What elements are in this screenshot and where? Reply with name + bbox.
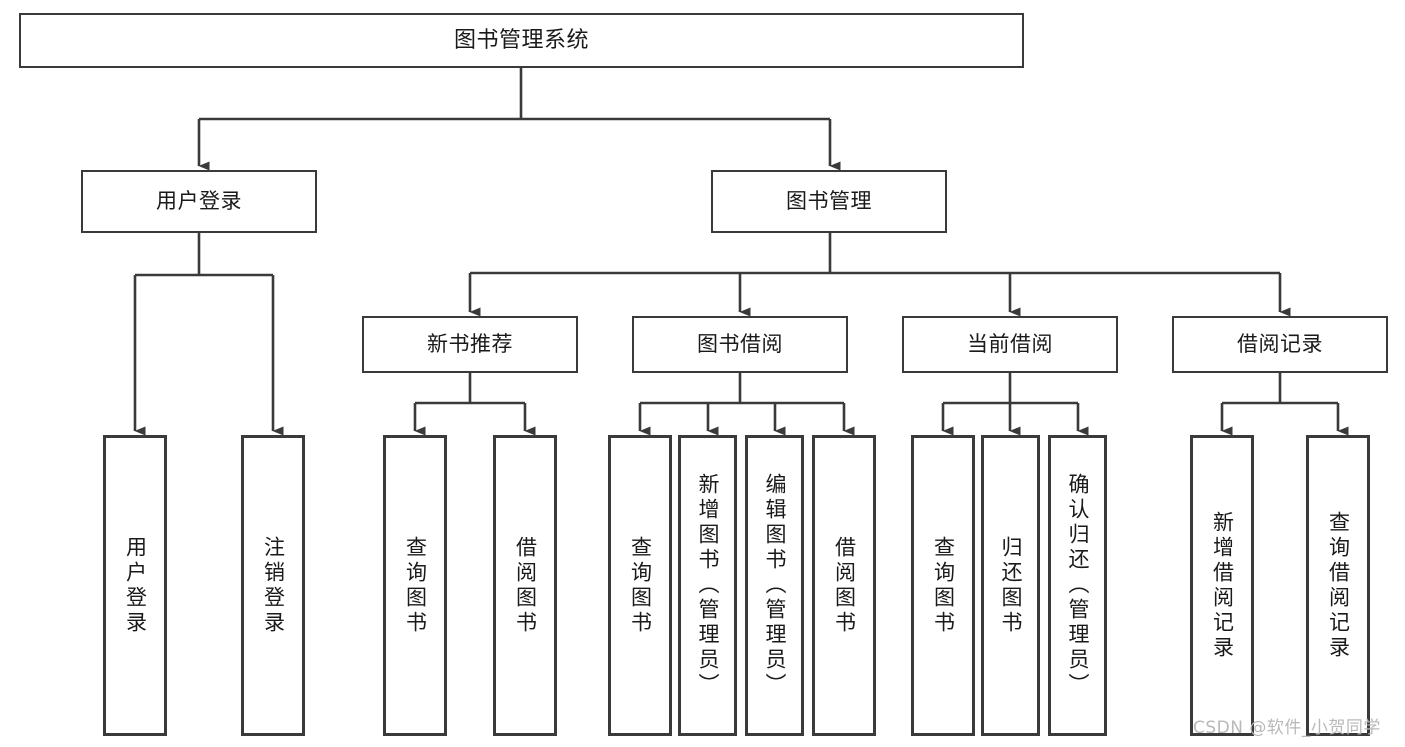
leaf-user-login[interactable]: 用户登录 (103, 435, 167, 736)
node-book-borrow[interactable]: 图书借阅 (632, 316, 848, 373)
leaf-query-borrow-record[interactable]: 查询借阅记录 (1306, 435, 1370, 736)
node-label: 新增图书（管理员） (696, 473, 720, 698)
leaf-query-book-borrow[interactable]: 查询图书 (608, 435, 672, 736)
node-label: 查询借阅记录 (1326, 510, 1351, 661)
leaf-edit-book-admin[interactable]: 编辑图书（管理员） (745, 435, 804, 736)
node-root-book-management-system[interactable]: 图书管理系统 (19, 13, 1024, 68)
node-label: 借阅图书 (513, 535, 538, 636)
leaf-borrow-book[interactable]: 借阅图书 (812, 435, 876, 736)
node-label: 归还图书 (999, 535, 1023, 636)
node-label: 图书管理系统 (453, 27, 589, 53)
leaf-logout-login[interactable]: 注销登录 (241, 435, 305, 736)
node-label: 查询图书 (628, 535, 653, 636)
node-label: 图书借阅 (697, 332, 783, 357)
node-label: 图书管理 (786, 189, 872, 214)
node-new-book-recommend[interactable]: 新书推荐 (362, 316, 578, 373)
node-label: 编辑图书（管理员） (763, 473, 787, 698)
node-label: 借阅图书 (832, 535, 857, 636)
node-current-borrow[interactable]: 当前借阅 (902, 316, 1118, 373)
node-label: 用户登录 (156, 189, 242, 214)
csdn-watermark: CSDN @软件_小贺同学 (1193, 718, 1381, 738)
node-label: 新书推荐 (427, 332, 513, 357)
node-label: 用户登录 (123, 535, 148, 636)
leaf-query-book-current[interactable]: 查询图书 (911, 435, 975, 736)
node-book-management[interactable]: 图书管理 (711, 170, 947, 233)
node-label: 当前借阅 (967, 332, 1053, 357)
node-label: 查询图书 (403, 535, 428, 636)
node-label: 新增借阅记录 (1210, 510, 1235, 661)
node-label: 查询图书 (931, 535, 956, 636)
node-label: 借阅记录 (1237, 332, 1323, 357)
node-label: 确认归还（管理员） (1066, 473, 1090, 698)
leaf-add-book-admin[interactable]: 新增图书（管理员） (678, 435, 737, 736)
leaf-borrow-book-recommend[interactable]: 借阅图书 (493, 435, 557, 736)
leaf-query-book-recommend[interactable]: 查询图书 (383, 435, 447, 736)
leaf-add-borrow-record[interactable]: 新增借阅记录 (1190, 435, 1254, 736)
leaf-confirm-return-admin[interactable]: 确认归还（管理员） (1048, 435, 1107, 736)
leaf-return-book[interactable]: 归还图书 (981, 435, 1040, 736)
node-user-login[interactable]: 用户登录 (81, 170, 317, 233)
node-label: 注销登录 (261, 535, 286, 636)
node-borrow-record[interactable]: 借阅记录 (1172, 316, 1388, 373)
